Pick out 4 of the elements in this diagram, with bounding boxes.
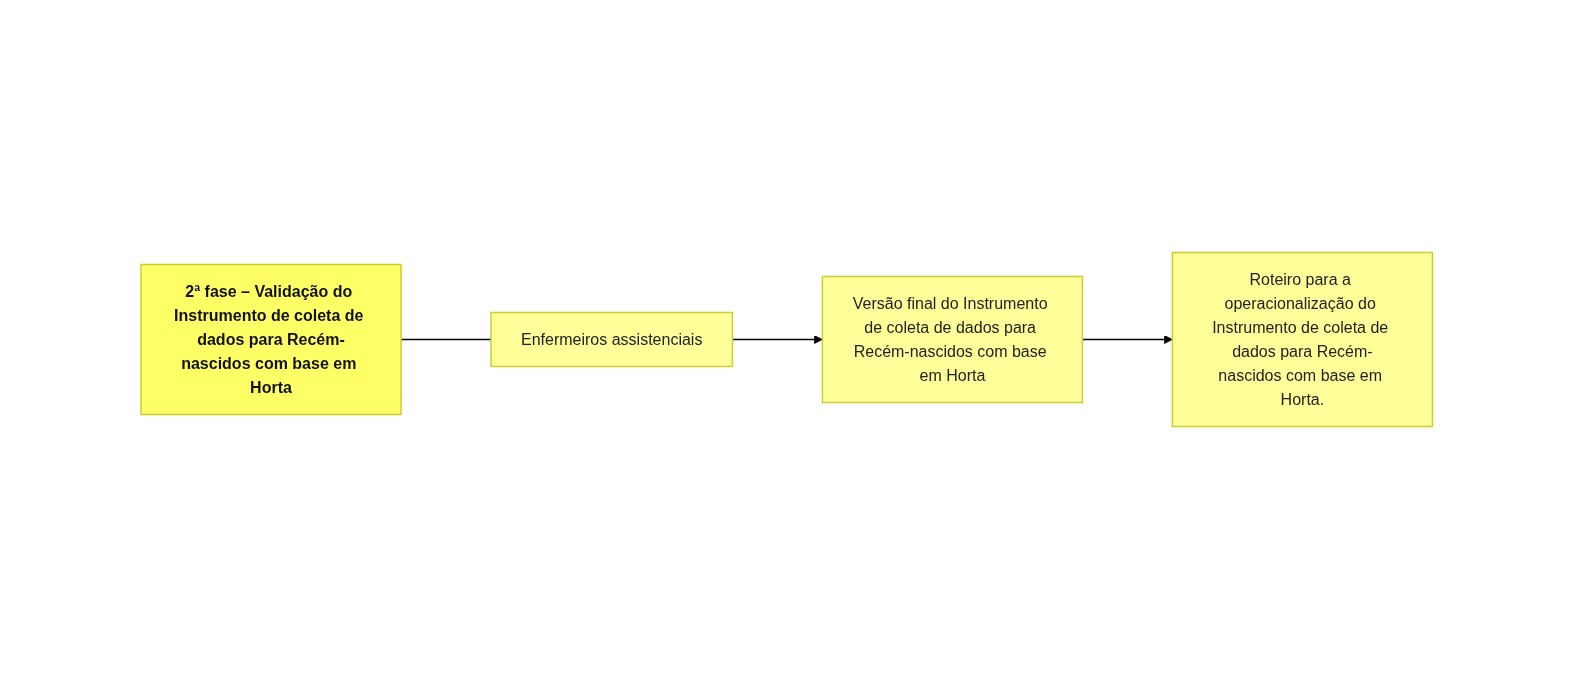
node-box: Versão final do Instrumento de coleta de dados para Recém-nascidos com base em Horta	[821, 275, 1083, 404]
node-box: 2ª fase – Validação do Instrumento de coleta de dados para Recém-nascidos com base em Horta	[140, 263, 402, 416]
node-box: Enfermeiros assistenciais	[490, 311, 733, 368]
node-box: Roteiro para a operacionalização do Instrumento de coleta de dados para Recém-nascidos com base em Horta.	[1171, 251, 1433, 428]
